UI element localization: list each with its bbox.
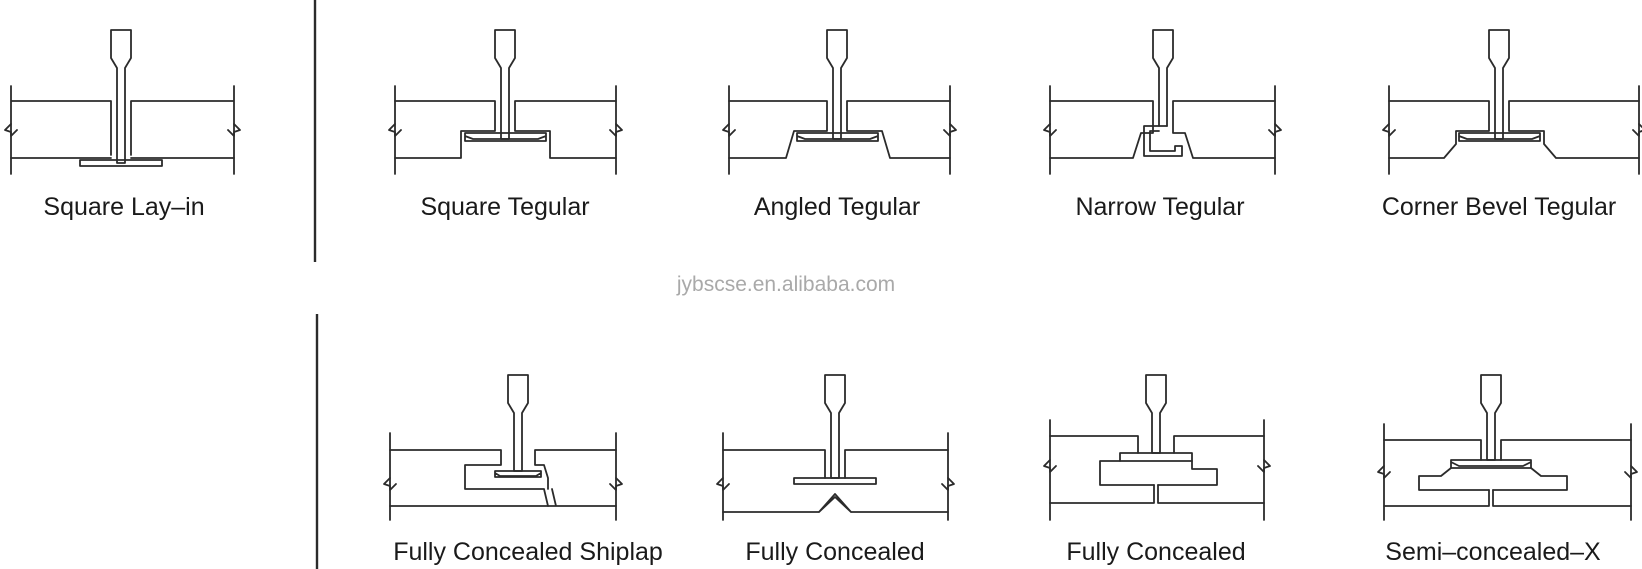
profile-angled-tegular: Angled Tegular xyxy=(722,29,957,221)
profile-label: Fully Concealed xyxy=(1066,538,1245,566)
profile-narrow-tegular: Narrow Tegular xyxy=(1043,29,1282,221)
profile-label: Square Lay–in xyxy=(43,193,204,221)
profile-label: Semi–concealed–X xyxy=(1385,538,1601,566)
profile-label: Square Tegular xyxy=(420,193,589,221)
profile-label: Narrow Tegular xyxy=(1075,193,1244,221)
profile-label: Corner Bevel Tegular xyxy=(1382,193,1616,221)
watermark-text: jybscse.en.alibaba.com xyxy=(676,273,895,296)
profile-semi-concealed-x: Semi–concealed–X xyxy=(1377,374,1638,566)
profile-label: Fully Concealed xyxy=(745,538,924,566)
profile-fully-concealed-1: Fully Concealed xyxy=(716,374,955,566)
profile-fully-concealed-2: Fully Concealed xyxy=(1043,374,1271,566)
profile-label: Angled Tegular xyxy=(754,193,920,221)
profile-fully-concealed-shiplap: Fully Concealed Shiplap xyxy=(383,374,663,566)
profile-square-lay-in: Square Lay–in xyxy=(4,29,241,221)
profile-corner-bevel-tegular: Corner Bevel Tegular xyxy=(1382,29,1642,221)
profile-square-tegular: Square Tegular xyxy=(388,29,623,221)
profile-label: Fully Concealed Shiplap xyxy=(393,538,663,566)
